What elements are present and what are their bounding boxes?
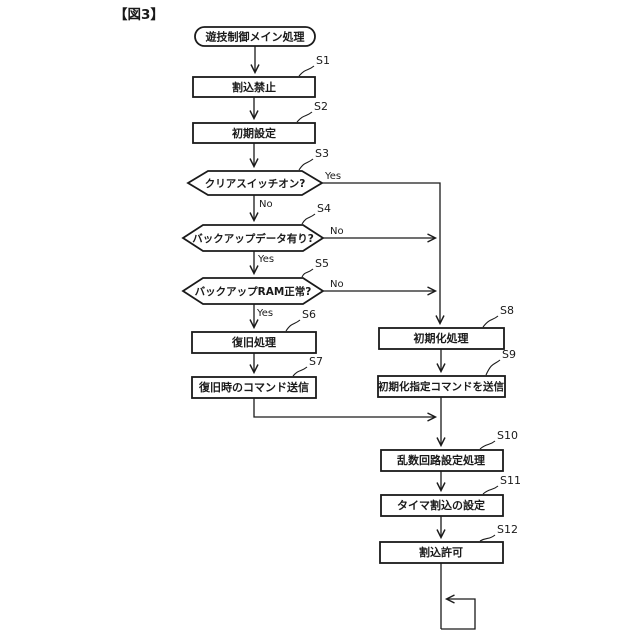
step-id-s2: S2: [314, 100, 328, 113]
leader-s1: [298, 65, 315, 77]
decision-hex-s3: [186, 170, 324, 196]
step-id-s12: S12: [497, 523, 518, 536]
terminal-start: [194, 26, 316, 47]
process-box-s9: [377, 375, 506, 398]
decision-hex-s5: [181, 277, 325, 305]
leader-s2: [296, 111, 313, 123]
branch-s3-yes: Yes: [324, 171, 341, 182]
process-box-s2: [192, 122, 316, 144]
step-id-s9: S9: [502, 348, 516, 361]
step-id-s10: S10: [497, 429, 518, 442]
leader-s12: [479, 534, 496, 542]
process-label-s10: 乱数回路設定処理: [397, 453, 485, 467]
figure-label: 【図3】: [114, 7, 164, 23]
step-id-s3: S3: [315, 147, 329, 160]
leader-s7: [292, 366, 308, 377]
process-label-s9: 初期化指定コマンドを送信: [378, 380, 504, 393]
decision-label-s5: バックアップRAM正常?: [195, 285, 312, 298]
branch-s3-no: No: [259, 199, 273, 210]
process-label-s6: 復旧処理: [231, 335, 276, 349]
process-label-s12: 割込許可: [419, 545, 463, 559]
process-box-s10: [380, 449, 504, 472]
step-id-s1: S1: [316, 54, 330, 67]
leader-s5: [301, 268, 314, 278]
step-id-s11: S11: [500, 474, 521, 487]
leader-s10: [479, 440, 496, 450]
process-box-s8: [378, 327, 505, 350]
process-box-s1: [192, 76, 316, 98]
leader-s6: [285, 319, 301, 332]
step-id-s6: S6: [302, 308, 316, 321]
decision-hex-s4: [181, 224, 325, 252]
loop-back-path: [441, 594, 476, 630]
step-id-s5: S5: [315, 257, 329, 270]
leader-s9: [485, 359, 501, 376]
process-box-s12: [379, 541, 504, 564]
terminal-start-label: 遊技制御メイン処理: [206, 30, 305, 44]
process-label-s11: タイマ割込の設定: [397, 498, 485, 512]
process-label-s7: 復旧時のコマンド送信: [198, 380, 309, 394]
process-box-s11: [380, 494, 504, 517]
process-label-s1: 割込禁止: [232, 80, 276, 94]
step-id-s4: S4: [317, 202, 331, 215]
decision-label-s4: バックアップデータ有り?: [192, 232, 314, 245]
step-id-s8: S8: [500, 304, 514, 317]
process-box-s7: [191, 376, 317, 399]
branch-s5-no: No: [330, 279, 344, 290]
branch-s4-yes: Yes: [257, 254, 274, 265]
branch-s5-yes: Yes: [256, 308, 273, 319]
leader-s3: [298, 158, 314, 171]
branch-s4-no: No: [330, 226, 344, 237]
process-label-s8: 初期化処理: [414, 331, 469, 345]
step-id-s7: S7: [309, 355, 323, 368]
leader-s11: [482, 485, 499, 495]
arrow-s3-yes-to-s8: [322, 182, 445, 326]
leader-s4: [301, 213, 316, 225]
leader-s8: [482, 315, 499, 328]
process-box-s6: [191, 331, 317, 354]
arrow-s7-to-line: [253, 398, 438, 422]
decision-label-s3: クリアスイッチオン?: [205, 178, 306, 190]
process-label-s2: 初期設定: [232, 126, 276, 140]
